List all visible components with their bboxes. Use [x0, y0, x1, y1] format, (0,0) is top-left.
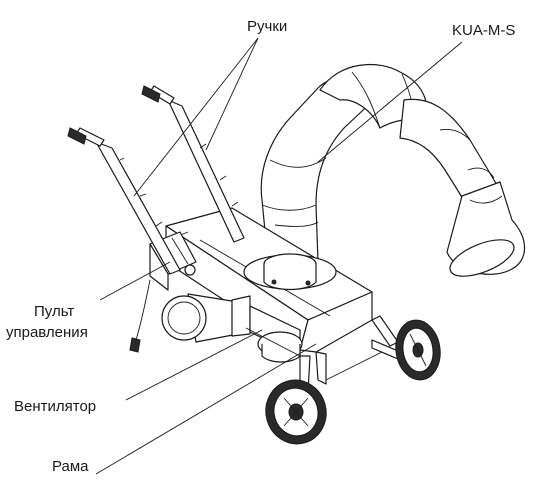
label-extraction-arm: KUA-M-S [452, 22, 516, 39]
rear-wheel [395, 319, 441, 381]
inlet-duct [161, 293, 251, 343]
handles [67, 85, 245, 353]
leader-lines [95, 37, 463, 475]
control-panel [149, 231, 197, 291]
label-frame: Рама [52, 458, 89, 475]
label-fan: Вентилятор [14, 398, 97, 415]
extraction-arm [260, 63, 526, 277]
label-handles: Ручки [247, 18, 288, 35]
label-control-panel-line2: управления [6, 324, 88, 341]
label-control-panel-line1: Пульт [34, 303, 75, 320]
fan-housing [245, 305, 303, 363]
front-wheel [265, 379, 327, 445]
